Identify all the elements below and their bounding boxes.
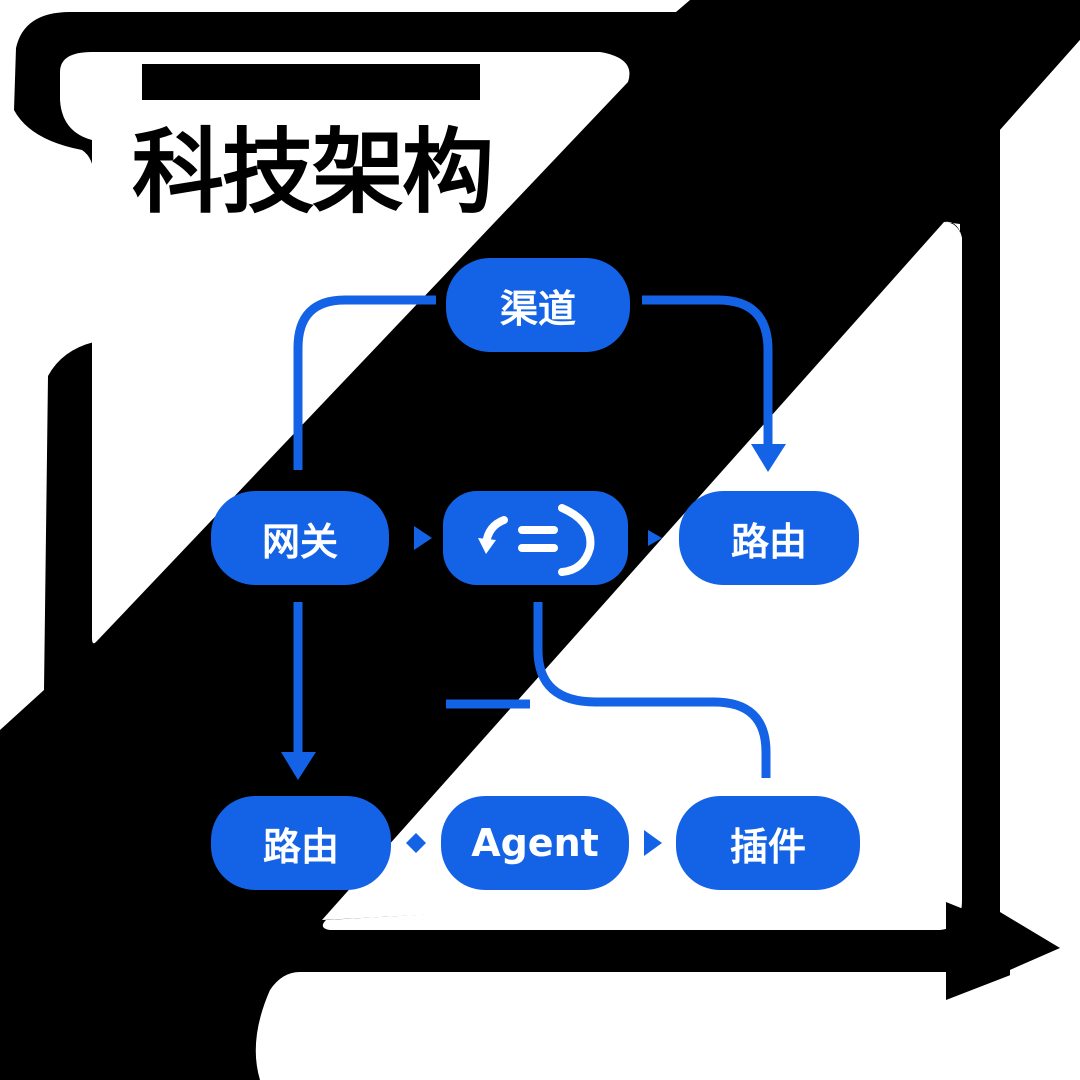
arrow-down-icon bbox=[281, 752, 316, 780]
arrow-right-icon bbox=[644, 830, 662, 856]
upper-white-panel bbox=[92, 52, 630, 644]
node-route-right: 路由 bbox=[679, 491, 859, 585]
arrow-head-icon bbox=[946, 902, 1060, 998]
node-agent: Agent bbox=[441, 796, 629, 890]
node-route-left: 路由 bbox=[211, 796, 391, 890]
lower-white-panel bbox=[322, 222, 962, 920]
title-bar bbox=[142, 64, 480, 100]
node-gateway: 网关 bbox=[211, 491, 389, 585]
arrow-right-icon bbox=[414, 526, 432, 550]
arrow-down-icon bbox=[751, 444, 786, 472]
connector-channel-gateway bbox=[293, 295, 436, 470]
cycle-equals-icon bbox=[477, 504, 594, 576]
connector-core-plugin bbox=[533, 602, 771, 778]
node-plugin: 插件 bbox=[676, 796, 860, 890]
node-core bbox=[443, 491, 628, 585]
page-title: 科技架构 bbox=[132, 119, 494, 226]
connector-channel-route bbox=[642, 295, 773, 446]
connector-dot bbox=[648, 530, 662, 546]
node-channel: 渠道 bbox=[446, 258, 630, 352]
connector-dot bbox=[406, 833, 426, 853]
